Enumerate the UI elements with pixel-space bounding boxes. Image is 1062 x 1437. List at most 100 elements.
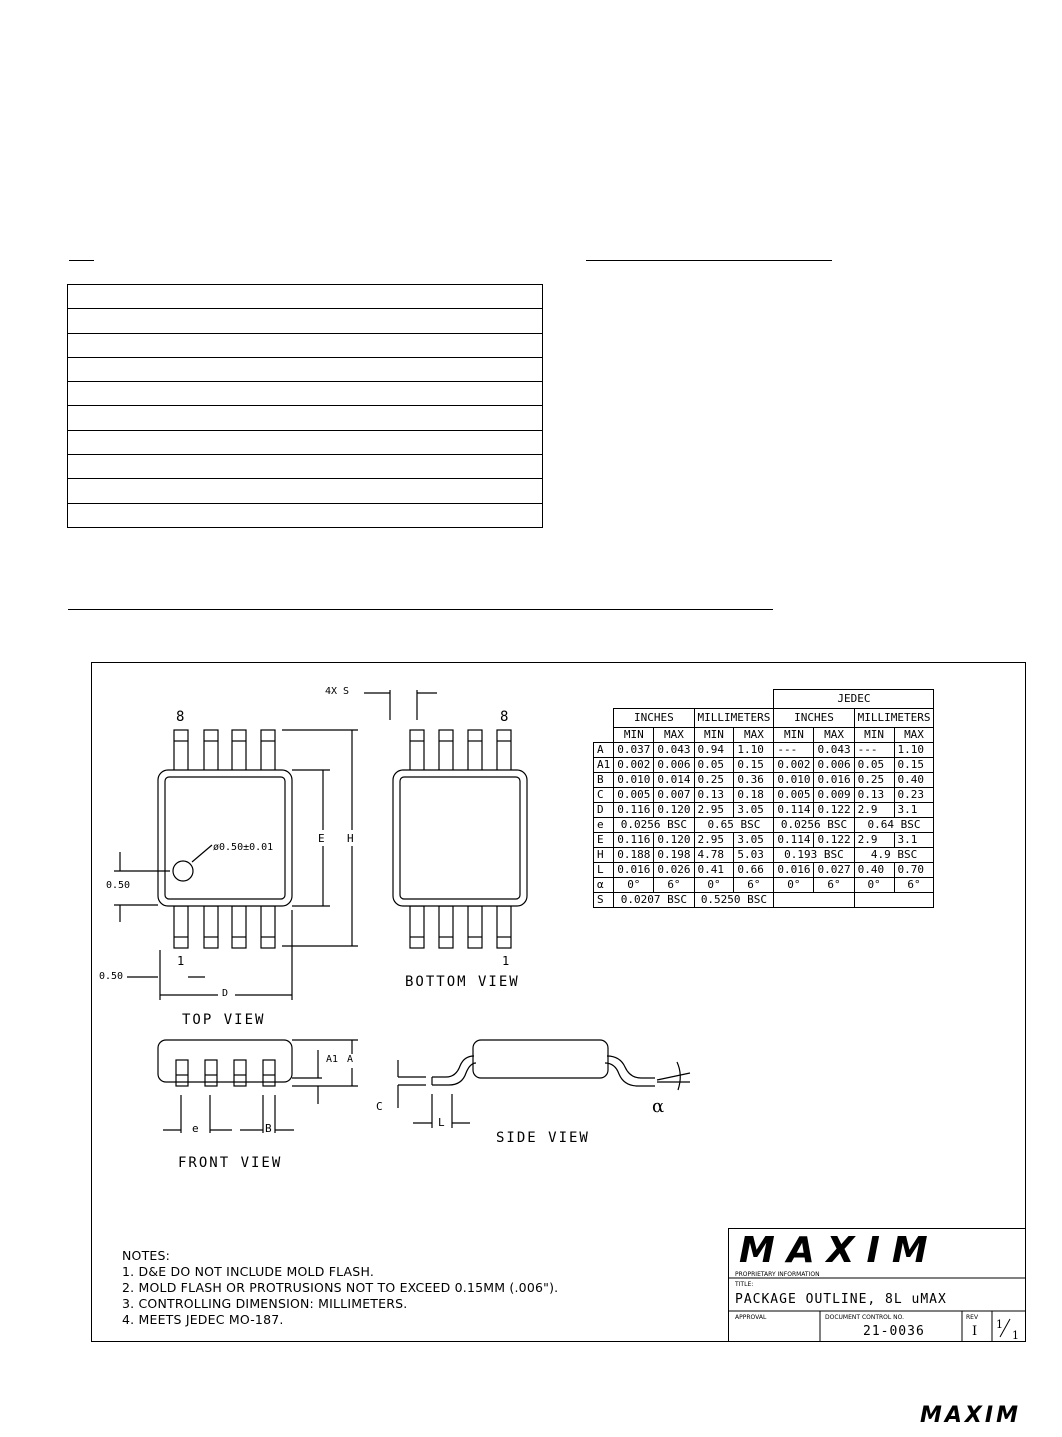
table-row: E 0.116 0.120 2.95 3.05 0.114 0.122 2.9 …	[592, 832, 935, 848]
table-cell: 4.78	[693, 847, 735, 863]
table-cell: 0.40	[853, 862, 895, 878]
table-cell: 3.05	[733, 802, 775, 818]
table-cell: S	[592, 892, 615, 908]
table-cell: 0.66	[733, 862, 775, 878]
table-cell: 0.25	[853, 772, 895, 788]
table-row: D 0.116 0.120 2.95 3.05 0.114 0.122 2.9 …	[592, 802, 935, 818]
table-cell: A1	[592, 757, 615, 773]
table-cell: 0.010	[613, 772, 655, 788]
col-max: MAX	[733, 727, 775, 743]
table-cell: L	[592, 862, 615, 878]
table-cell: 0.016	[813, 772, 855, 788]
table-cell: 3.1	[893, 802, 935, 818]
header-line-short	[69, 260, 94, 261]
dimension-label-c: C	[376, 1100, 383, 1113]
title-block: MAXIM PROPRIETARY INFORMATION TITLE: PAC…	[728, 1228, 1026, 1342]
table-cell: 0.002	[613, 757, 655, 773]
table-cell: 0.122	[813, 832, 855, 848]
table-cell: 0.0207 BSC	[613, 892, 695, 908]
table-cell: 0.15	[893, 757, 935, 773]
dimension-label-e: E	[318, 832, 325, 845]
col-min: MIN	[853, 727, 895, 743]
table-cell: 0.0256 BSC	[773, 817, 855, 833]
header-line-right	[586, 260, 832, 261]
table-cell: 6°	[893, 877, 935, 893]
table-row: S 0.0207 BSC 0.5250 BSC	[592, 892, 935, 908]
table-row: C 0.005 0.007 0.13 0.18 0.005 0.009 0.13…	[592, 787, 935, 803]
table-cell: 0.037	[613, 742, 655, 758]
table-cell: 0.198	[653, 847, 695, 863]
table-cell: 2.95	[693, 832, 735, 848]
table-cell: 3.1	[893, 832, 935, 848]
title-block-lines	[728, 1277, 1026, 1342]
table-cell: 0.114	[773, 802, 815, 818]
table-cell: 0.027	[813, 862, 855, 878]
table-cell: B	[592, 772, 615, 788]
table-cell: 0.122	[813, 802, 855, 818]
dimension-label-d: D	[222, 988, 229, 999]
col-max: MAX	[653, 727, 695, 743]
table-cell: 0.36	[733, 772, 775, 788]
pin-1-label: 1	[502, 954, 510, 968]
table-cell: 0°	[773, 877, 815, 893]
table-cell: 0.120	[653, 802, 695, 818]
table-cell: 0.014	[653, 772, 695, 788]
table-cell: 0.65 BSC	[693, 817, 775, 833]
maxim-logo: MAXIM	[739, 1230, 940, 1271]
table-cell: 0.007	[653, 787, 695, 803]
table-cell: 2.9	[853, 832, 895, 848]
table-cell: 0.23	[893, 787, 935, 803]
jedec-header: JEDEC	[773, 689, 935, 709]
table-cell: e	[592, 817, 615, 833]
table-cell: 6°	[653, 877, 695, 893]
drawing-notes: NOTES: 1. D&E DO NOT INCLUDE MOLD FLASH.…	[122, 1248, 558, 1328]
table-cell: 0.116	[613, 802, 655, 818]
table-row: L 0.016 0.026 0.41 0.66 0.016 0.027 0.40…	[592, 862, 935, 878]
table-cell: 0.043	[653, 742, 695, 758]
table-cell: 1.10	[893, 742, 935, 758]
table-row: A 0.037 0.043 0.94 1.10 --- 0.043 --- 1.…	[592, 742, 935, 758]
top-view-package	[114, 729, 358, 1000]
dimension-table: JEDEC INCHES MILLIMETERS INCHES MILLIMET…	[592, 689, 935, 908]
drawing-title: PACKAGE OUTLINE, 8L uMAX	[735, 1292, 947, 1307]
dimension-label-a: A	[347, 1054, 354, 1065]
table-cell: 0.188	[613, 847, 655, 863]
table-cell: 0.006	[813, 757, 855, 773]
view-label-top: TOP VIEW	[182, 1012, 266, 1028]
footer-maxim-logo: MAXIM	[920, 1403, 1021, 1428]
table-row: e 0.0256 BSC 0.65 BSC 0.0256 BSC 0.64 BS…	[592, 817, 935, 833]
table-cell: 0.002	[773, 757, 815, 773]
table-cell: 6°	[733, 877, 775, 893]
dimension-label-h: H	[347, 832, 354, 845]
table-cell: 0.64 BSC	[853, 817, 935, 833]
table-cell: 0.005	[613, 787, 655, 803]
table-cell: 0.41	[693, 862, 735, 878]
table-cell: 0.13	[693, 787, 735, 803]
table-cell: 0.70	[893, 862, 935, 878]
title-label: TITLE:	[735, 1281, 754, 1288]
table-cell: 0.0256 BSC	[613, 817, 695, 833]
hole-dimension-label: ø0.50±0.01	[213, 842, 274, 853]
revision: I	[972, 1324, 979, 1339]
table-cell: 0.120	[653, 832, 695, 848]
pin-8-label: 8	[500, 709, 509, 725]
dimension-label-alpha: α	[652, 1096, 665, 1117]
jedec-inches-header: INCHES	[773, 708, 855, 728]
table-cell: 0°	[693, 877, 735, 893]
table-cell: α	[592, 877, 615, 893]
note-item: 1. D&E DO NOT INCLUDE MOLD FLASH.	[122, 1264, 374, 1279]
table-row: H 0.188 0.198 4.78 5.03 0.193 BSC 4.9 BS…	[592, 847, 935, 863]
table-cell: 0.18	[733, 787, 775, 803]
table-cell: ---	[773, 742, 815, 758]
table-cell: 0.009	[813, 787, 855, 803]
document-number: 21-0036	[863, 1324, 925, 1339]
col-max: MAX	[893, 727, 935, 743]
table-cell: 0.13	[853, 787, 895, 803]
table-row: α 0° 6° 0° 6° 0° 6° 0° 6°	[592, 877, 935, 893]
table-cell: 0.116	[613, 832, 655, 848]
dimension-label-e-pitch: e	[192, 1122, 199, 1135]
millimeters-header: MILLIMETERS	[693, 708, 775, 728]
table-cell: 0.25	[693, 772, 735, 788]
bottom-view-package	[364, 690, 528, 949]
